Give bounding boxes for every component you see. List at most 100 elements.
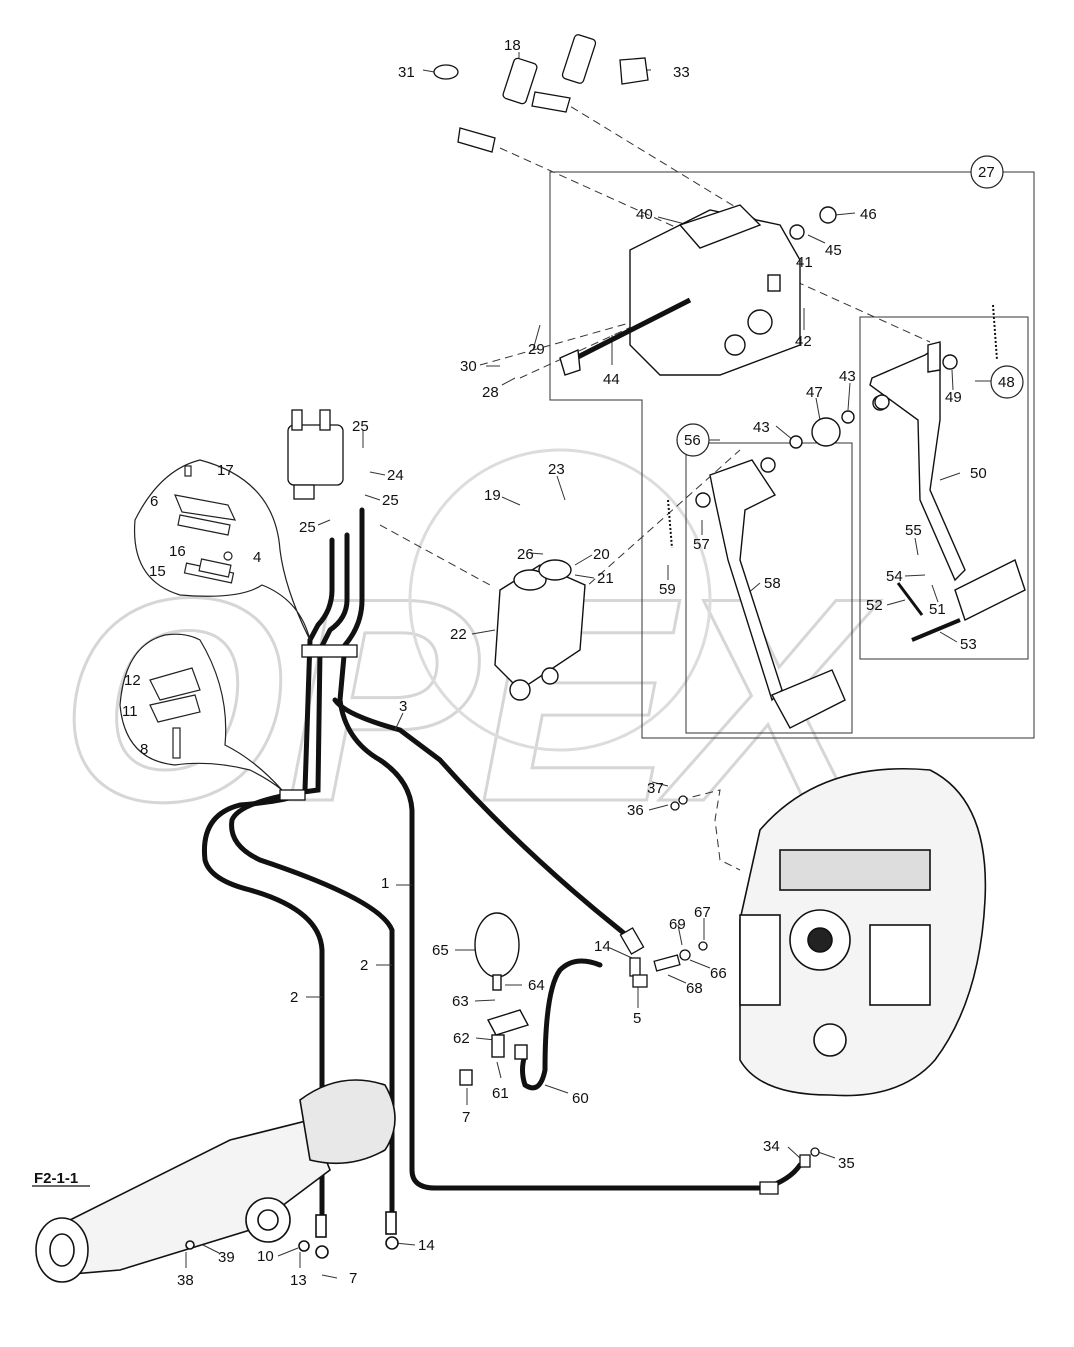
frame-56 xyxy=(685,442,853,734)
valve-block-upper xyxy=(279,409,358,801)
watermark-gear xyxy=(408,448,712,752)
part-label-6: 6 xyxy=(150,493,158,510)
detail-bubble-lower xyxy=(119,633,283,791)
part-label-10: 10 xyxy=(257,1248,274,1265)
frame-48 xyxy=(859,316,1029,660)
part-label-27: 27 xyxy=(978,164,995,181)
hose-3 xyxy=(332,697,635,943)
part-label-67: 67 xyxy=(694,904,711,921)
part-label-20: 20 xyxy=(593,546,610,563)
switch-right xyxy=(531,91,571,113)
part-label-38: 38 xyxy=(177,1272,194,1289)
detail-bubble-upper xyxy=(133,459,311,641)
part-label-5: 5 xyxy=(633,1010,641,1027)
part-label-55: 55 xyxy=(905,522,922,539)
part-label-36: 36 xyxy=(627,802,644,819)
part-label-53: 53 xyxy=(960,636,977,653)
part-label-19: 19 xyxy=(484,487,501,504)
part-33-cap xyxy=(619,57,649,85)
part-label-26: 26 xyxy=(517,546,534,563)
part-label-8: 8 xyxy=(140,741,148,758)
part-label-24: 24 xyxy=(387,467,404,484)
part-label-28: 28 xyxy=(482,384,499,401)
axle-assembly xyxy=(35,1079,399,1283)
part-label-58: 58 xyxy=(764,575,781,592)
part-label-17: 17 xyxy=(217,462,234,479)
part-label-12: 12 xyxy=(124,672,141,689)
part-label-31: 31 xyxy=(398,64,415,81)
part-label-25: 25 xyxy=(382,492,399,509)
hose-2-right xyxy=(229,532,395,1218)
part-label-69: 69 xyxy=(669,916,686,933)
part-label-14: 14 xyxy=(418,1237,435,1254)
hose-2-left xyxy=(201,537,335,1233)
part-label-14: 14 xyxy=(594,938,611,955)
hose-clamp-upper xyxy=(301,644,358,658)
part-label-54: 54 xyxy=(886,568,903,585)
part-31-clip xyxy=(433,64,459,80)
part-label-2: 2 xyxy=(290,989,298,1006)
part-labels: 1 2 2 3 4 5 6 7 7 8 10 11 12 13 14 14 15… xyxy=(122,37,1015,1289)
part-label-52: 52 xyxy=(866,597,883,614)
part-label-60: 60 xyxy=(572,1090,589,1107)
part-label-50: 50 xyxy=(970,465,987,482)
part-label-40: 40 xyxy=(636,206,653,223)
part-44 xyxy=(559,348,581,376)
hose-clamp-lower xyxy=(279,789,306,801)
part-label-4: 4 xyxy=(253,549,261,566)
part-label-63: 63 xyxy=(452,993,469,1010)
part-label-39: 39 xyxy=(218,1249,235,1266)
part-label-48: 48 xyxy=(998,374,1015,391)
part-6 xyxy=(174,494,237,521)
part-label-49: 49 xyxy=(945,389,962,406)
callout-circle-48 xyxy=(990,365,1024,399)
part-label-34: 34 xyxy=(763,1138,780,1155)
part-label-66: 66 xyxy=(710,965,727,982)
part-label-45: 45 xyxy=(825,242,842,259)
part-label-11: 11 xyxy=(122,703,138,720)
part-label-43: 43 xyxy=(753,419,770,436)
part-label-64: 64 xyxy=(528,977,545,994)
frame-boxes xyxy=(549,171,1035,739)
bracket-top xyxy=(678,204,762,249)
bubble-parts xyxy=(149,465,237,759)
part-label-61: 61 xyxy=(492,1085,509,1102)
part-label-68: 68 xyxy=(686,980,703,997)
callout-circle-27 xyxy=(970,155,1004,189)
part-label-21: 21 xyxy=(597,570,614,587)
part-6-lower xyxy=(177,514,231,536)
brake-valve-22 xyxy=(494,559,586,701)
part-17 xyxy=(184,465,192,477)
accumulator-65 xyxy=(459,912,530,1086)
part-18-sleeve-2 xyxy=(561,34,597,84)
pedal-bracket xyxy=(559,204,837,376)
part-16 xyxy=(198,558,232,578)
part-label-29: 29 xyxy=(528,341,545,358)
part-label-23: 23 xyxy=(548,461,565,478)
part-label-1: 1 xyxy=(381,875,389,892)
hose-60 xyxy=(520,958,603,1091)
part-label-59: 59 xyxy=(659,581,676,598)
part-label-7: 7 xyxy=(462,1109,470,1126)
part-label-25: 25 xyxy=(299,519,316,536)
part-label-43: 43 xyxy=(839,368,856,385)
part-label-46: 46 xyxy=(860,206,877,223)
part-label-47: 47 xyxy=(806,384,823,401)
part-label-18: 18 xyxy=(504,37,521,54)
switch-left xyxy=(457,127,496,153)
part-label-22: 22 xyxy=(450,626,467,643)
part-label-62: 62 xyxy=(453,1030,470,1047)
part-label-35: 35 xyxy=(838,1155,855,1172)
part-label-2: 2 xyxy=(360,957,368,974)
part-label-33: 33 xyxy=(673,64,690,81)
part-12 xyxy=(149,667,201,701)
pedal-58 xyxy=(667,394,890,729)
pressure-switches xyxy=(433,34,649,153)
part-label-57: 57 xyxy=(693,536,710,553)
part-label-51: 51 xyxy=(929,601,946,618)
ref-label: F2-1-1 xyxy=(34,1170,78,1187)
part-label-7: 7 xyxy=(349,1270,357,1287)
part-label-30: 30 xyxy=(460,358,477,375)
part-label-25: 25 xyxy=(352,418,369,435)
